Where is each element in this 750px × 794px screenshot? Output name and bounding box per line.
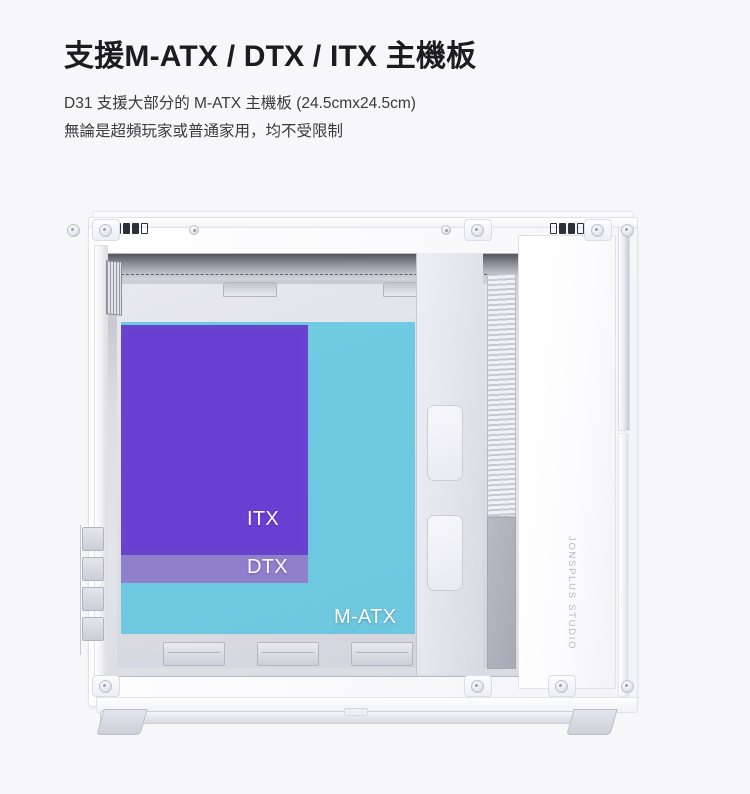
brand-logo-text: JONSPLUS STUDIO [566,536,577,651]
io-port-icon [123,223,130,234]
screw-icon [67,224,80,237]
io-port-icon [568,223,575,234]
subtitle-line-1: D31 支援大部分的 M-ATX 主機板 (24.5cmx24.5cm) [64,94,416,112]
cable-routing-cutout [427,515,463,591]
overlay-label-itx: ITX [247,508,280,530]
screw-icon [189,225,199,235]
glass-panel-edge-lower [618,433,629,697]
io-port-icon [550,223,557,234]
radiator-fins [487,272,516,518]
subtitle-line-2: 無論是超頻玩家或普通家用，均不受限制 [64,123,344,141]
tray-bottom-slot [351,642,413,666]
heading-block: 支援M-ATX / DTX / ITX 主機板 D31 支援大部分的 M-ATX… [64,38,664,147]
io-port-icon [577,223,584,234]
overlay-label-dtx: DTX [247,556,288,578]
tray-bottom-slot [257,642,319,666]
overlay-label-matx: M-ATX [334,606,397,628]
io-port-icon [559,223,566,234]
screw-icon [471,224,484,237]
io-glyph-cluster-right [550,223,584,234]
screw-icon [471,680,484,693]
case-foot-left [96,709,148,735]
io-glyph-cluster-left [114,223,148,234]
tray-tab [223,282,277,297]
pci-slot [82,587,104,611]
cable-routing-cutout [427,405,463,481]
interior-dashed-seam [111,274,507,275]
overlay-itx-inner-area [127,332,302,548]
right-side-panel: JONSPLUS STUDIO [518,235,616,689]
screw-icon [591,224,604,237]
screw-icon [621,680,634,693]
pci-slot [82,557,104,581]
io-port-icon [132,223,139,234]
pci-bracket-rail [80,525,81,655]
page-title: 支援M-ATX / DTX / ITX 主機板 [64,40,477,73]
rear-shadow-column [487,517,516,669]
tray-bottom-slot [163,642,225,666]
cable-cover-column [416,253,483,675]
pci-slot [82,617,104,641]
glass-panel-edge-upper [618,229,630,431]
top-vent-hatch [106,260,122,316]
screw-icon [99,224,112,237]
base-center-notch [344,708,368,716]
screw-icon [441,225,451,235]
case-foot-right [566,709,618,735]
screw-icon [621,224,634,237]
pc-case-illustration: JONSPLUS STUDIO [0,205,750,765]
screw-icon [99,680,112,693]
screw-icon [555,680,568,693]
pci-slot [82,527,104,551]
pci-slot-stack [78,525,104,655]
io-port-icon [141,223,148,234]
